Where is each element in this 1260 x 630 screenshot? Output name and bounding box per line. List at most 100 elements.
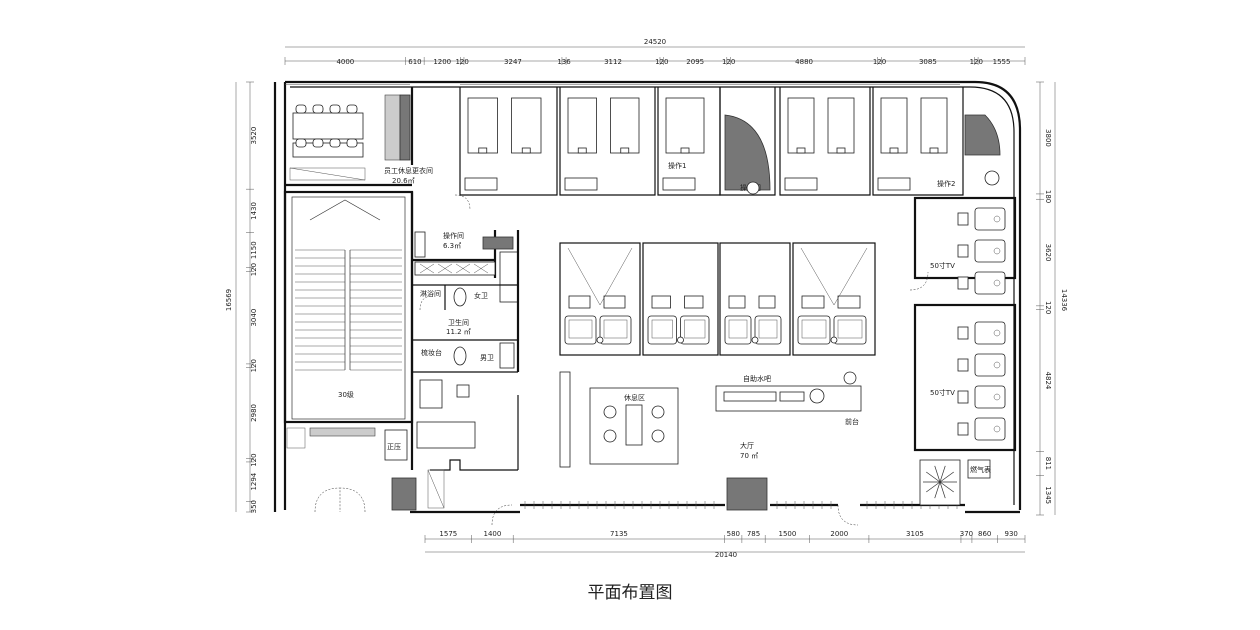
plant-leaf [934, 465, 941, 483]
recliner-seat [758, 319, 778, 339]
dresser-label: 梳妆台 [421, 348, 442, 357]
stair-landing [309, 427, 376, 437]
staff-chair [329, 104, 341, 114]
right-recliner [974, 417, 1006, 441]
top-label: 120 [722, 58, 735, 66]
staff-table-1 [292, 112, 364, 140]
column-entrance [726, 477, 768, 511]
treatment-bed [467, 97, 498, 154]
op-sink [414, 231, 426, 258]
recliner [724, 315, 752, 345]
male-wc-label: 男卫 [480, 354, 494, 362]
bottom-label: 930 [1005, 530, 1018, 538]
plant-leaf [934, 481, 941, 499]
service-block: 操作间 6.3㎡ 淋浴间 女卫 卫生间 11.2 ㎡ 梳妆台 男卫 [410, 192, 520, 509]
staff-shelf [289, 167, 366, 181]
staff-chair [346, 104, 358, 114]
wc-label: 卫生间 [448, 318, 469, 327]
bed-pillow [836, 147, 846, 154]
pressure-room [384, 429, 408, 461]
right-label: 1345 [1044, 486, 1052, 504]
vip-room [559, 242, 641, 356]
room-cabinet [662, 177, 696, 191]
left-label: 120 [250, 359, 258, 372]
top-rooms: 操作1 操作间 操作2 [459, 87, 1001, 196]
hall-label: 大厅 [740, 441, 754, 450]
right-knob [993, 425, 1001, 433]
urinal [499, 342, 515, 369]
recliner [564, 315, 597, 345]
top-label: 136 [557, 58, 571, 66]
bottom-label: 7135 [610, 530, 628, 538]
counter-compartment [723, 391, 777, 402]
treatment-bed [880, 97, 908, 154]
left-label: 350 [250, 500, 258, 513]
female-wc-label: 女卫 [474, 291, 488, 300]
top-label: 3112 [604, 58, 622, 66]
right-knob [993, 393, 1001, 401]
top-label: 1200 [433, 58, 451, 66]
left-label: 120 [250, 453, 258, 466]
right-knob [993, 361, 1001, 369]
right-side-table [957, 422, 969, 436]
tv-sightline [567, 247, 601, 306]
bed-pillow [478, 147, 488, 154]
vip-room [642, 242, 719, 356]
op-equipment [482, 236, 514, 250]
plan-title: 平面布置图 [587, 583, 673, 603]
right-side-table [957, 276, 969, 290]
right-side-table [957, 358, 969, 372]
staff-room-label: 员工休息更衣间 [384, 166, 433, 175]
small-table [677, 336, 684, 344]
room-cabinet [877, 177, 911, 191]
shaft [286, 427, 306, 449]
recliner-seat [651, 319, 673, 339]
recliner [680, 315, 710, 345]
tv-sightline [800, 247, 835, 306]
tv-label-right-1: 50寸TV [930, 261, 955, 270]
operation-2-label: 操作2 [937, 179, 955, 188]
stair-label: 30级 [338, 390, 354, 399]
right-label: 4824 [1044, 372, 1052, 390]
tv-stand [568, 295, 591, 309]
top-label: 3085 [919, 58, 937, 66]
recliner-seat [837, 319, 863, 339]
massage-bed [416, 421, 476, 449]
right-knob [993, 215, 1001, 223]
right-knob [993, 247, 1001, 255]
sink-op3 [746, 181, 760, 195]
recliner-seat [728, 319, 748, 339]
locker-cabinet [399, 94, 411, 161]
hall-area: 70 ㎡ [740, 452, 758, 460]
top-label: 120 [873, 58, 886, 66]
central-rooms [559, 242, 876, 356]
right-recliner [974, 239, 1006, 263]
bottom-label: 1500 [778, 530, 796, 538]
reception-chair [843, 371, 857, 385]
lounge-seat [651, 429, 665, 443]
recliner [833, 315, 867, 345]
staff-chair [312, 104, 324, 114]
top-label: 2095 [686, 58, 704, 66]
lounge-table [625, 404, 643, 446]
bed-pillow [929, 147, 939, 154]
treatment-room [459, 87, 558, 196]
staff-table-2 [292, 142, 364, 158]
tv-stand [758, 295, 776, 309]
treatment-bed [920, 97, 948, 154]
staff-chair [346, 138, 358, 148]
bed-pillow [620, 147, 630, 154]
lounge-label: 休息区 [624, 393, 645, 402]
bed-pillow [577, 147, 587, 154]
left-label: 1150 [250, 241, 258, 259]
vip-room [719, 242, 791, 356]
dim-bottom-total: 20140 [715, 551, 737, 559]
tv-stand [603, 295, 626, 309]
room-cabinet [564, 177, 598, 191]
left-label: 3040 [250, 309, 258, 327]
operation-room-label: 操作间 [443, 231, 464, 240]
right-recliner [974, 271, 1006, 295]
